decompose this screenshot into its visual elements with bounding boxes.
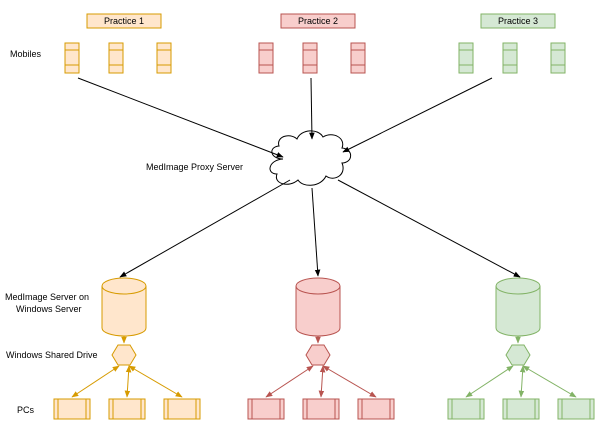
practice-header-1: Practice 1 [86,13,162,29]
practice-header-box [86,13,162,29]
practice-header-label: Practice 3 [498,16,538,26]
mobile-phone-icon [550,42,566,74]
shared-drive-hexagon-icon [505,344,531,366]
shared-drive-hexagon-icon [111,344,137,366]
connector-proxy-to-server2 [311,187,321,277]
connector-drive-to-pc [71,365,120,398]
mobile-phone-icon [302,42,318,74]
practice-column-1: Practice 1 [53,13,201,420]
practice-column-2: Practice 2 [247,13,395,420]
connector-drive-to-pc [518,365,526,398]
connector-proxy-to-server1 [119,179,291,278]
connector-drive-to-pc [124,365,132,398]
practice-header-2: Practice 2 [280,13,356,29]
pc-icon [302,398,340,420]
pc-icon [447,398,485,420]
pc-icon [53,398,91,420]
server-label-line1: MedImage Server on [5,292,89,302]
shared-drive-hexagon-icon [305,344,331,366]
practice-header-label: Practice 2 [298,16,338,26]
practice-header-box [280,13,356,29]
practice-header-3: Practice 3 [480,13,556,29]
practice-columns: Practice 1 Practice 2 Practice 3 [53,13,595,420]
connector-drive-to-pc [318,365,326,398]
connector-mobiles3-to-proxy [342,77,493,153]
server-label-line2: Windows Server [16,304,82,314]
connector-proxy-to-server3 [337,179,521,278]
connector-drive-to-pc [465,365,514,398]
mobile-phone-icon [108,42,124,74]
connector-drive-to-pc [322,365,377,398]
pc-icon [357,398,395,420]
connector-mobiles2-to-proxy [309,77,315,140]
mobiles-label: Mobiles [10,49,42,59]
mobile-phone-icon [350,42,366,74]
server-database-icon [495,277,541,337]
proxy-cloud-icon [269,130,352,186]
shared-drive-label: Windows Shared Drive [6,350,98,360]
mobile-phone-icon [502,42,518,74]
connector-drive-to-pc [522,365,577,398]
mobile-phone-icon [458,42,474,74]
mobile-phone-icon [156,42,172,74]
mobile-phone-icon [64,42,80,74]
pc-icon [502,398,540,420]
practice-header-box [480,13,556,29]
pc-icon [108,398,146,420]
proxy-server-label: MedImage Proxy Server [146,162,243,172]
proxy-connectors [77,77,521,278]
connector-drive-to-pc [265,365,314,398]
pc-icon [557,398,595,420]
server-database-icon [295,277,341,337]
pc-icon [163,398,201,420]
practice-column-3: Practice 3 [447,13,595,420]
connector-drive-to-pc [128,365,183,398]
connector-mobiles1-to-proxy [77,77,284,158]
pc-icon [247,398,285,420]
practice-header-label: Practice 1 [104,16,144,26]
pcs-label: PCs [17,405,35,415]
mobile-phone-icon [258,42,274,74]
server-database-icon [101,277,147,337]
